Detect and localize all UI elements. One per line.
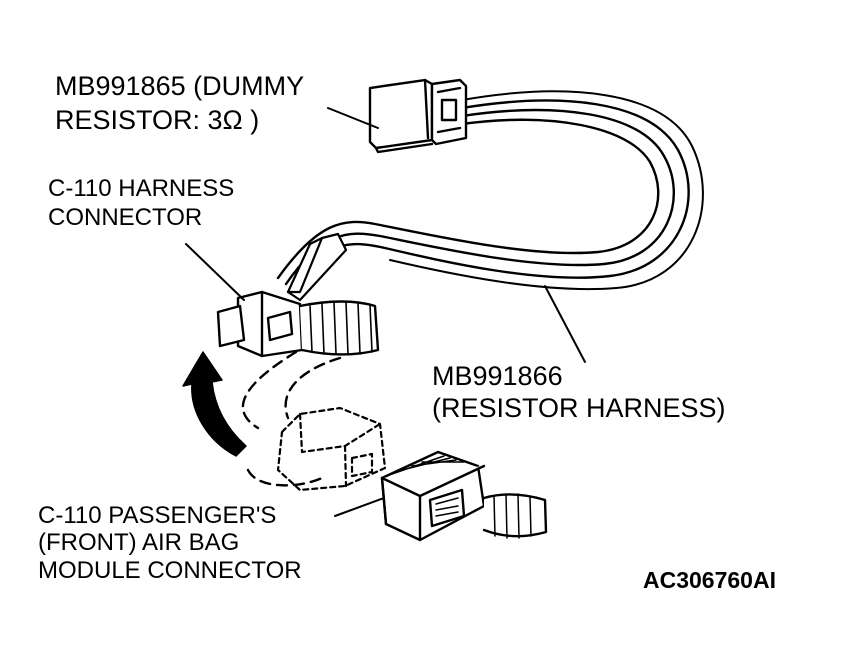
harness-connector-label: C-110 HARNESS CONNECTOR — [48, 175, 235, 235]
harness-connector-label-line2: CONNECTOR — [48, 204, 203, 232]
wire-sleeves — [286, 232, 348, 302]
resistor-harness-label-line2: (RESISTOR HARNESS) — [432, 392, 726, 423]
dummy-resistor-label: MB991865 (DUMMY RESISTOR: 3Ω ) — [55, 71, 305, 139]
airbag-connector-label-line1: C-110 PASSENGER'S — [38, 502, 277, 529]
resistor-harness-label-line1: MB991866 — [432, 361, 563, 391]
resistor-harness-label: MB991866 (RESISTOR HARNESS) — [432, 361, 726, 425]
leader-harness-connector — [185, 243, 245, 301]
leader-airbag-connector — [334, 497, 385, 517]
ghost-connector — [276, 406, 387, 492]
airbag-connector-label-line3: MODULE CONNECTOR — [38, 556, 302, 584]
figure-id: AC306760AI — [643, 567, 776, 593]
airbag-connector-label-line2: (FRONT) AIR BAG — [38, 529, 240, 557]
dummy-resistor-label-line2: RESISTOR: 3Ω ) — [55, 104, 260, 135]
dashed-routing — [241, 350, 342, 487]
airbag-module-connector — [380, 450, 548, 542]
resistor-harness-wires — [276, 90, 704, 292]
airbag-connector-label: C-110 PASSENGER'S (FRONT) AIR BAG MODULE… — [38, 502, 302, 585]
dummy-resistor-label-line1: MB991865 (DUMMY — [55, 71, 305, 101]
leader-resistor-harness — [544, 285, 586, 363]
leader-lines — [185, 107, 586, 517]
insertion-arrow — [182, 351, 247, 457]
dummy-resistor — [368, 78, 468, 154]
leader-dummy-resistor — [327, 107, 379, 129]
harness-connector — [216, 290, 380, 358]
harness-connector-label-line1: C-110 HARNESS — [48, 175, 235, 202]
